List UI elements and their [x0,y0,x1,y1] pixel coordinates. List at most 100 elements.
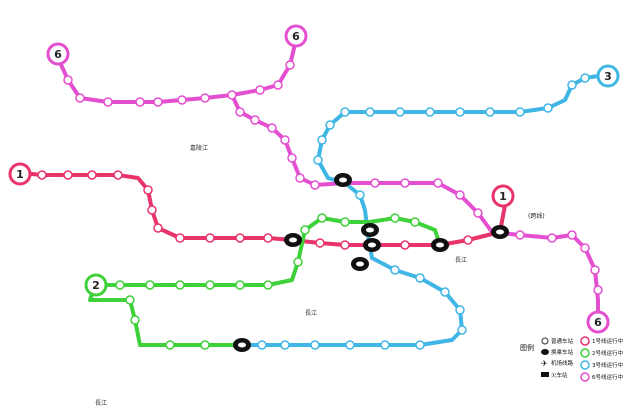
station[interactable] [113,170,123,180]
legend: 图例 普通车站 换乘车站 ✈ 机场线路 火车站 1号线运行中 2号线运行中 3号… [520,336,623,382]
station[interactable] [345,340,355,350]
station[interactable] [400,240,410,250]
station[interactable] [143,185,153,195]
station[interactable] [415,273,425,283]
line-6-badge-north[interactable]: 6 [284,24,308,48]
station[interactable] [515,230,525,240]
line-1-badge-west[interactable]: 1 [8,162,32,186]
station[interactable] [410,217,420,227]
station[interactable] [263,233,273,243]
station[interactable] [37,170,47,180]
station[interactable] [340,240,350,250]
station[interactable] [317,213,327,223]
station[interactable] [425,107,435,117]
station[interactable] [380,340,390,350]
river-label: 長江 [95,400,107,407]
station[interactable] [205,233,215,243]
station[interactable] [153,97,163,107]
station[interactable] [273,80,283,90]
station[interactable] [177,95,187,105]
line-6-badge-south[interactable]: 6 [586,310,610,334]
station[interactable] [63,75,73,85]
station[interactable] [63,170,73,180]
station[interactable] [300,225,310,235]
station[interactable] [440,287,450,297]
station[interactable] [390,265,400,275]
station[interactable] [200,93,210,103]
station[interactable] [455,107,465,117]
station[interactable] [315,238,325,248]
line-3-badge[interactable]: 3 [596,64,620,88]
station[interactable] [257,340,267,350]
station[interactable] [515,107,525,117]
station[interactable] [145,280,155,290]
line-2-track [88,261,300,347]
station[interactable] [235,233,245,243]
station[interactable] [175,233,185,243]
station[interactable] [567,230,577,240]
station[interactable] [593,285,603,295]
station[interactable] [135,97,145,107]
station[interactable] [390,213,400,223]
station[interactable] [115,280,125,290]
station[interactable] [365,107,375,117]
station[interactable] [433,178,443,188]
station[interactable] [267,123,277,133]
station[interactable] [200,340,210,350]
station[interactable] [580,73,590,83]
station[interactable] [355,190,365,200]
station[interactable] [415,340,425,350]
station[interactable] [395,107,405,117]
station[interactable] [547,233,557,243]
station[interactable] [325,120,335,130]
station[interactable] [255,85,265,95]
station[interactable] [280,135,290,145]
station[interactable] [313,155,323,165]
station[interactable] [473,208,483,218]
line-3 [242,73,599,350]
station[interactable] [75,93,85,103]
station[interactable] [153,223,163,233]
station[interactable] [340,107,350,117]
station[interactable] [285,60,295,70]
station[interactable] [463,235,473,245]
station[interactable] [235,280,245,290]
station[interactable] [147,205,157,215]
station[interactable] [103,97,113,107]
station[interactable] [310,180,320,190]
station[interactable] [295,173,305,183]
station[interactable] [280,340,290,350]
station[interactable] [455,305,465,315]
station[interactable] [175,280,185,290]
line-6-stations [63,60,603,295]
station[interactable] [455,190,465,200]
station[interactable] [250,115,260,125]
station[interactable] [293,257,303,267]
station[interactable] [457,325,467,335]
station[interactable] [543,103,553,113]
line-2-badge[interactable]: 2 [84,273,108,297]
station[interactable] [317,135,327,145]
station[interactable] [580,243,590,253]
station[interactable] [400,178,410,188]
line-1-badge-east[interactable]: 1 [491,184,515,208]
station[interactable] [310,340,320,350]
station[interactable] [130,315,140,325]
station[interactable] [125,295,135,305]
station[interactable] [567,80,577,90]
station[interactable] [227,90,237,100]
station[interactable] [87,170,97,180]
station[interactable] [205,280,215,290]
station[interactable] [370,178,380,188]
train-station-icon [541,372,549,377]
station[interactable] [263,280,273,290]
svg-text:6: 6 [594,316,602,329]
station[interactable] [590,265,600,275]
station[interactable] [235,107,245,117]
station[interactable] [340,217,350,227]
station[interactable] [287,153,297,163]
line-6-badge-west[interactable]: 6 [46,42,70,66]
station[interactable] [485,107,495,117]
station[interactable] [165,340,175,350]
